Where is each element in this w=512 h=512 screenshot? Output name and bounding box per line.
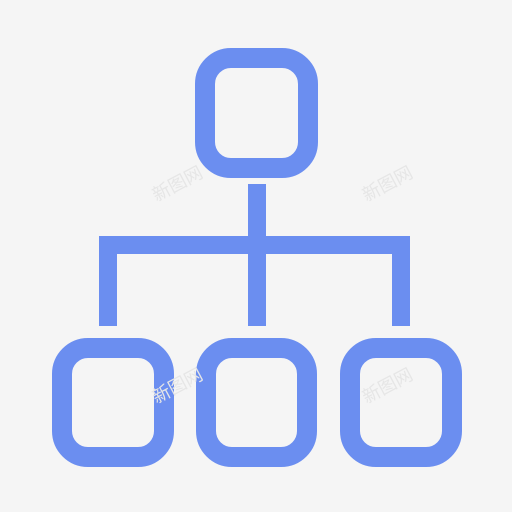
connector-stem-top [248,184,266,326]
top-node-box [195,48,318,178]
org-chart-connectors [99,184,410,326]
bottom-node-middle-box [196,338,317,467]
org-chart-strokes [52,48,462,467]
bottom-node-left-box [52,338,174,467]
connector-drop-left [99,236,117,326]
connector-horizontal-bar [99,236,410,254]
bottom-node-right-box [340,338,462,467]
connector-drop-right [392,236,410,326]
